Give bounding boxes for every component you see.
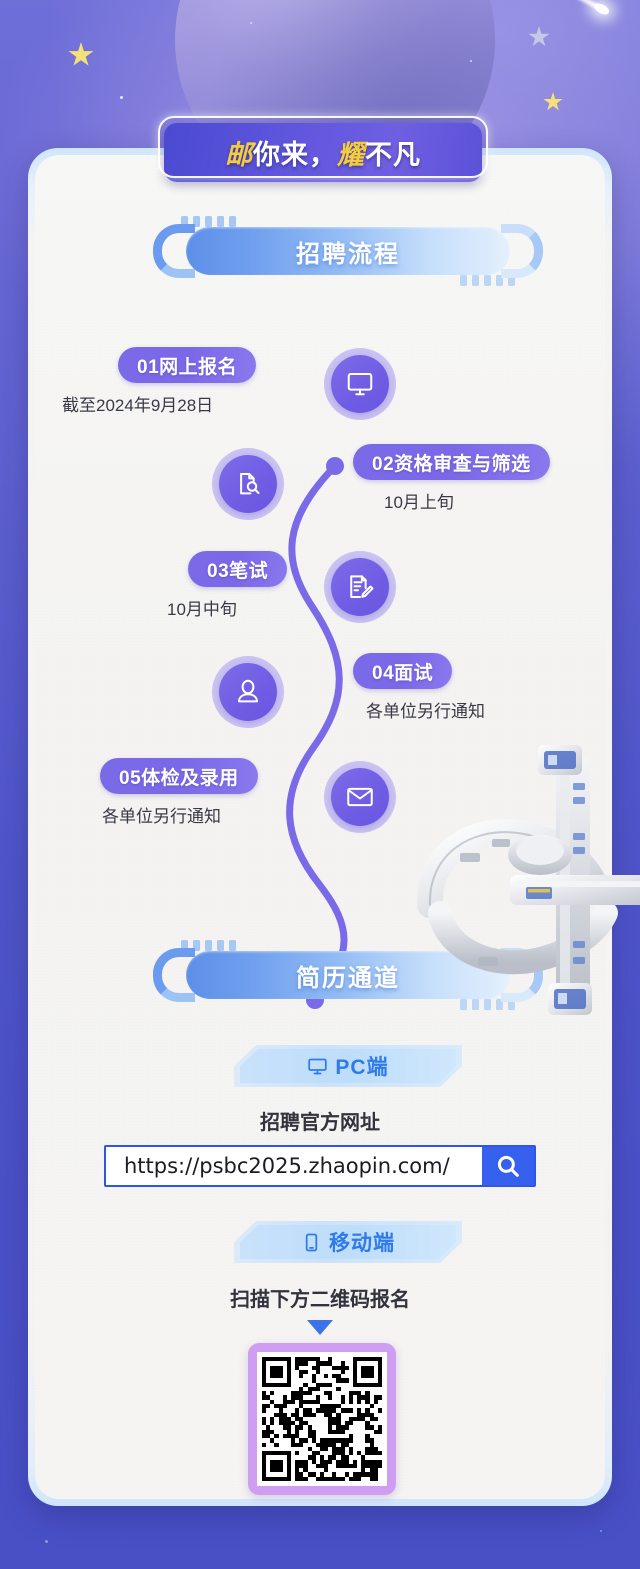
star-icon xyxy=(543,92,563,111)
title-seg-white-2: 不凡 xyxy=(365,140,421,170)
banner-dots-decoration xyxy=(460,999,515,1010)
banner-dots-decoration xyxy=(460,275,515,286)
qr-caption: 扫描下方二维码报名 xyxy=(230,1289,410,1311)
phone-icon xyxy=(305,1233,318,1251)
star-dot-icon xyxy=(250,22,252,24)
star-dot-icon xyxy=(45,1540,48,1543)
star-icon xyxy=(68,42,94,66)
section-title-resume: 简历通道 xyxy=(296,964,400,992)
section-banner-process: 招聘流程 xyxy=(153,210,543,292)
channel-banner-mobile: 移动端 xyxy=(234,1221,462,1263)
step-sub-04: 各单位另行通知 xyxy=(366,702,485,721)
pc-url-caption: 招聘官方网址 xyxy=(260,1112,380,1134)
space-station-illustration xyxy=(400,735,640,1025)
flow-path xyxy=(286,457,348,1009)
banner-dots-decoration xyxy=(181,940,236,951)
banner-pill: 招聘流程 xyxy=(186,227,510,275)
banner-bracket-left-icon xyxy=(153,224,195,278)
title-seg-gold-1: 邮 xyxy=(225,140,253,170)
channel-banner-pc: PC端 xyxy=(234,1045,462,1087)
document-search-icon xyxy=(240,473,260,495)
step-icon-circle-01 xyxy=(324,348,396,420)
star-dot-icon xyxy=(470,60,472,62)
step-badge-01[interactable]: 01网上报名 xyxy=(118,347,257,383)
search-icon xyxy=(497,1155,519,1177)
poster-title-text: 邮你来，耀不凡 xyxy=(225,133,421,172)
section-title-process: 招聘流程 xyxy=(296,240,400,268)
arrow-down-icon xyxy=(307,1320,333,1335)
step-icon-circle-03 xyxy=(324,551,396,623)
step-label-02: 02资格审查与筛选 xyxy=(372,453,531,475)
poster-title-plate: 邮你来，耀不凡 xyxy=(164,123,482,182)
step-label-01: 01网上报名 xyxy=(137,356,238,378)
poster-title: 邮你来，耀不凡 xyxy=(158,116,488,182)
step-label-04: 04面试 xyxy=(372,662,434,684)
document-pencil-icon xyxy=(350,575,374,598)
step-icon-circle-05 xyxy=(324,761,396,833)
star-dot-icon xyxy=(120,96,123,99)
step-badge-03[interactable]: 03笔试 xyxy=(188,551,288,587)
step-badge-04[interactable]: 04面试 xyxy=(353,653,453,689)
step-label-03: 03笔试 xyxy=(207,560,269,582)
search-button[interactable] xyxy=(482,1147,534,1185)
step-sub-01: 截至2024年9月28日 xyxy=(62,396,214,415)
step-sub-02: 10月上旬 xyxy=(384,493,454,512)
url-text[interactable]: https://psbc2025.zhaopin.com/ xyxy=(124,1154,450,1178)
banner-pill: 简历通道 xyxy=(186,951,510,999)
step-badge-05[interactable]: 05体检及录用 xyxy=(100,758,258,794)
monitor-icon xyxy=(308,1058,328,1074)
step-sub-05: 各单位另行通知 xyxy=(102,807,221,826)
step-sub-03: 10月中旬 xyxy=(167,600,237,619)
url-bar[interactable]: https://psbc2025.zhaopin.com/ xyxy=(104,1145,536,1187)
channel-label-mobile: 移动端 xyxy=(329,1232,395,1255)
banner-dots-decoration xyxy=(181,216,236,227)
channel-label-pc: PC端 xyxy=(335,1056,389,1079)
user-icon xyxy=(238,679,258,703)
qr-code[interactable] xyxy=(262,1357,382,1481)
qr-code-white-bg xyxy=(257,1352,387,1486)
qr-code-frame xyxy=(248,1343,396,1495)
poster-title-outline xyxy=(158,116,488,178)
star-dot-icon xyxy=(600,1530,602,1532)
banner-bracket-left-icon xyxy=(153,948,195,1002)
title-seg-white-1: 你来， xyxy=(253,140,337,170)
step-badge-02[interactable]: 02资格审查与筛选 xyxy=(353,444,550,480)
monitor-icon xyxy=(347,373,373,396)
banner-bracket-right-icon xyxy=(501,224,543,278)
title-seg-gold-2: 耀 xyxy=(337,140,365,170)
envelope-icon xyxy=(347,787,373,807)
step-icon-circle-02 xyxy=(212,448,284,520)
step-icon-circle-04 xyxy=(212,656,284,728)
step-label-05: 05体检及录用 xyxy=(119,767,239,789)
